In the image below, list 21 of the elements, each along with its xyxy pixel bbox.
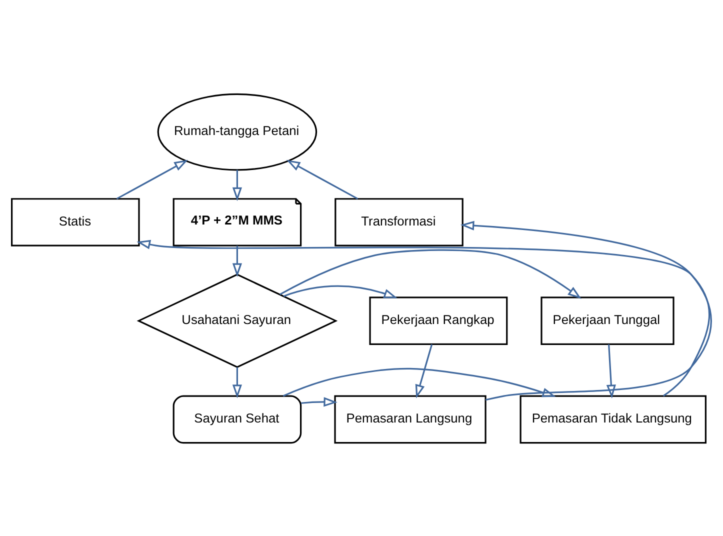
arrow [286, 159, 358, 200]
arrow [116, 159, 188, 200]
node-box: Transformasi [334, 198, 464, 246]
arrow [280, 248, 582, 298]
node-box: Statis [11, 198, 140, 246]
node-box: Pekerjaan Tunggal [540, 296, 674, 344]
node-diamond: Usahatani Sayuran [136, 273, 338, 368]
node-box: Pekerjaan Rangkap [369, 296, 508, 344]
node-box: Pemasaran Langsung [334, 394, 486, 444]
arrow [282, 367, 556, 397]
arrow [606, 344, 616, 398]
node-box: Sayuran Sehat [172, 394, 302, 444]
arrow [460, 220, 712, 400]
arrow [301, 396, 338, 406]
arrow [283, 284, 398, 298]
node-box: Pemasaran Tidak Langsung [520, 394, 707, 444]
arrow [232, 169, 242, 201]
arrow [136, 239, 710, 396]
arrow [415, 344, 433, 398]
arrow [232, 245, 242, 276]
arrow [232, 366, 242, 398]
